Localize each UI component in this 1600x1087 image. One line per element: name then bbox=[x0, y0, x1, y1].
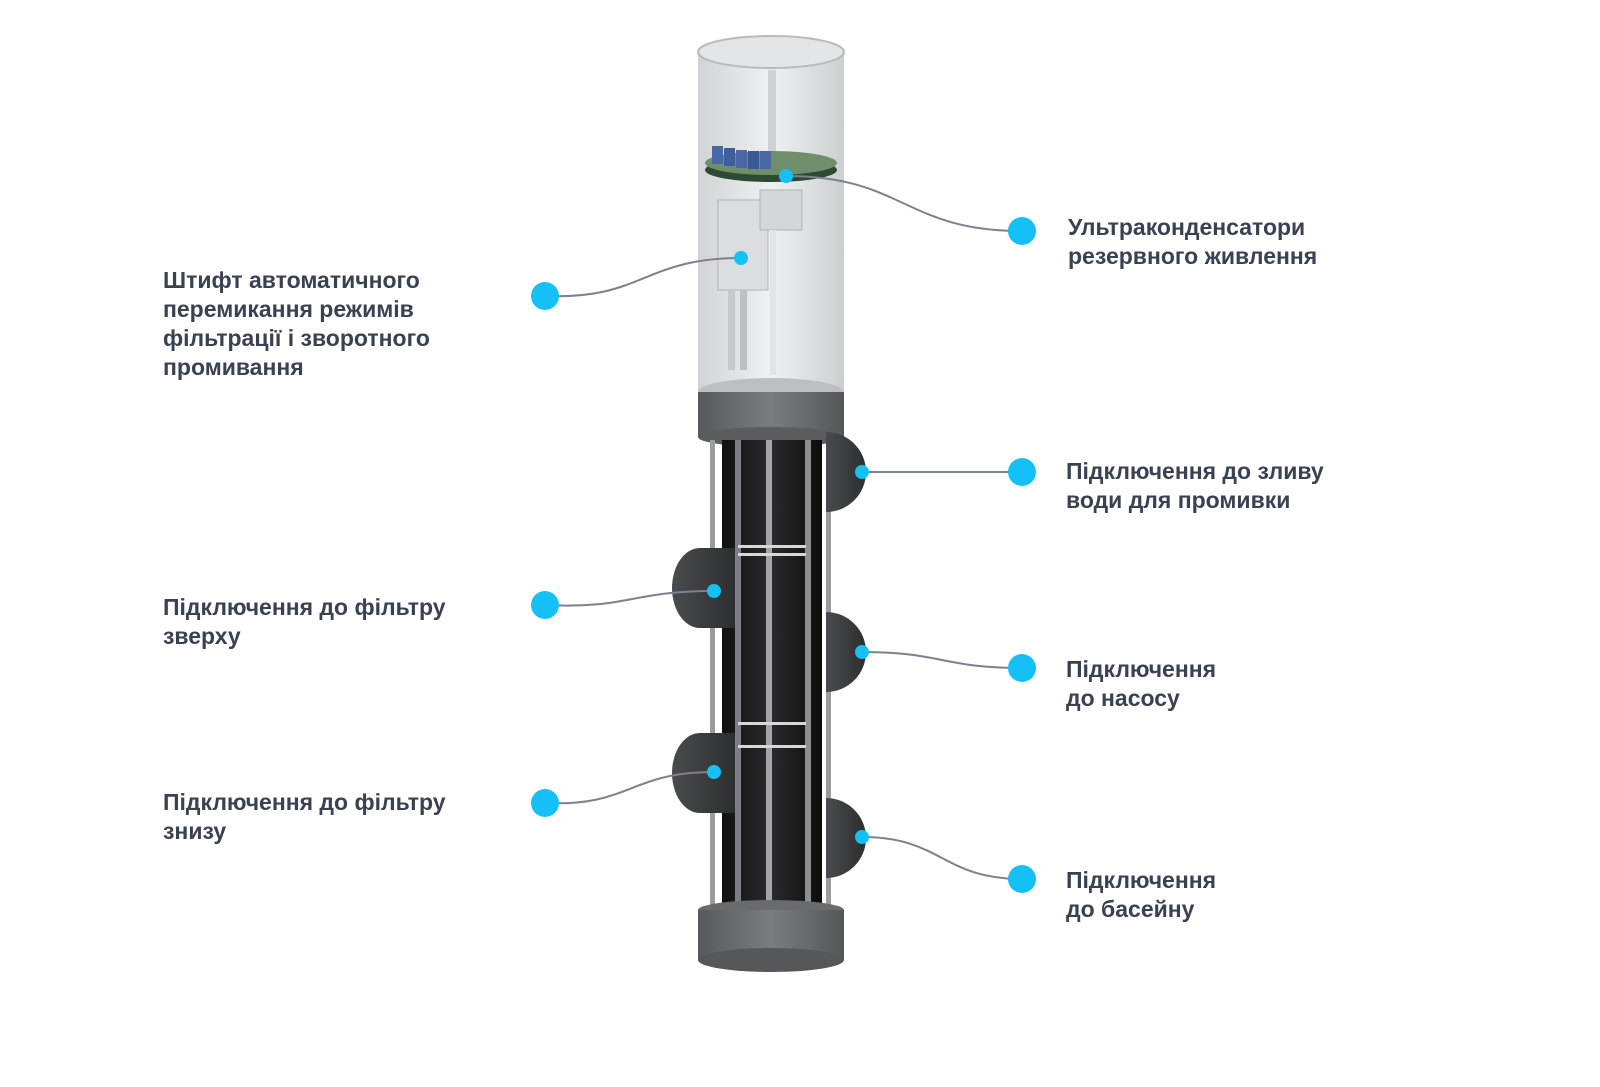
callout-label-drain-connection: Підключення до зливу води для промивки bbox=[1066, 458, 1324, 513]
anchor-dot-switch-pin bbox=[734, 251, 748, 265]
bottom-ring bbox=[698, 900, 844, 972]
callout-dot-ultracapacitors bbox=[1008, 217, 1036, 245]
leader-line-pump-connection bbox=[861, 651, 1023, 669]
anchor-dot-pool-connection bbox=[855, 830, 869, 844]
switch-mechanism bbox=[717, 189, 803, 375]
callout-dot-pool-connection bbox=[1008, 865, 1036, 893]
pool-port bbox=[826, 798, 866, 878]
anchor-dot-filter-top-connection bbox=[707, 584, 721, 598]
callout-dot-switch-pin bbox=[531, 282, 559, 310]
anchor-dot-drain-connection bbox=[855, 465, 869, 479]
anchor-dot-ultracapacitors bbox=[779, 169, 793, 183]
callout-dot-filter-top-connection bbox=[531, 591, 559, 619]
leader-line-pool-connection bbox=[861, 836, 1023, 880]
drain-port bbox=[826, 432, 866, 512]
callout-label-switch-pin: Штифт автоматичного перемикання режимів … bbox=[163, 267, 430, 380]
callout-label-pump-connection: Підключення до насосу bbox=[1066, 656, 1217, 711]
callout-dot-pump-connection bbox=[1008, 654, 1036, 682]
upper-ring bbox=[698, 392, 844, 447]
valve-core bbox=[710, 440, 831, 918]
anchor-dot-filter-bottom-connection bbox=[707, 765, 721, 779]
callout-label-ultracapacitors: Ультраконденсатори резервного живлення bbox=[1068, 214, 1318, 269]
anchor-dot-pump-connection bbox=[855, 645, 869, 659]
callout-dot-filter-bottom-connection bbox=[531, 789, 559, 817]
callout-dot-drain-connection bbox=[1008, 458, 1036, 486]
callout-label-pool-connection: Підключення до басейну bbox=[1066, 867, 1217, 922]
callout-label-filter-bottom-connection: Підключення до фільтру знизу bbox=[163, 789, 446, 844]
filter-top-port bbox=[672, 548, 735, 628]
leader-lines bbox=[531, 169, 1036, 893]
leader-line-ultracapacitors bbox=[785, 175, 1023, 232]
pump-port bbox=[826, 612, 866, 692]
leader-line-filter-bottom-connection bbox=[544, 771, 715, 805]
callout-label-filter-top-connection: Підключення до фільтру зверху bbox=[163, 594, 446, 649]
leader-line-filter-top-connection bbox=[544, 590, 715, 607]
leader-line-switch-pin bbox=[544, 257, 742, 298]
